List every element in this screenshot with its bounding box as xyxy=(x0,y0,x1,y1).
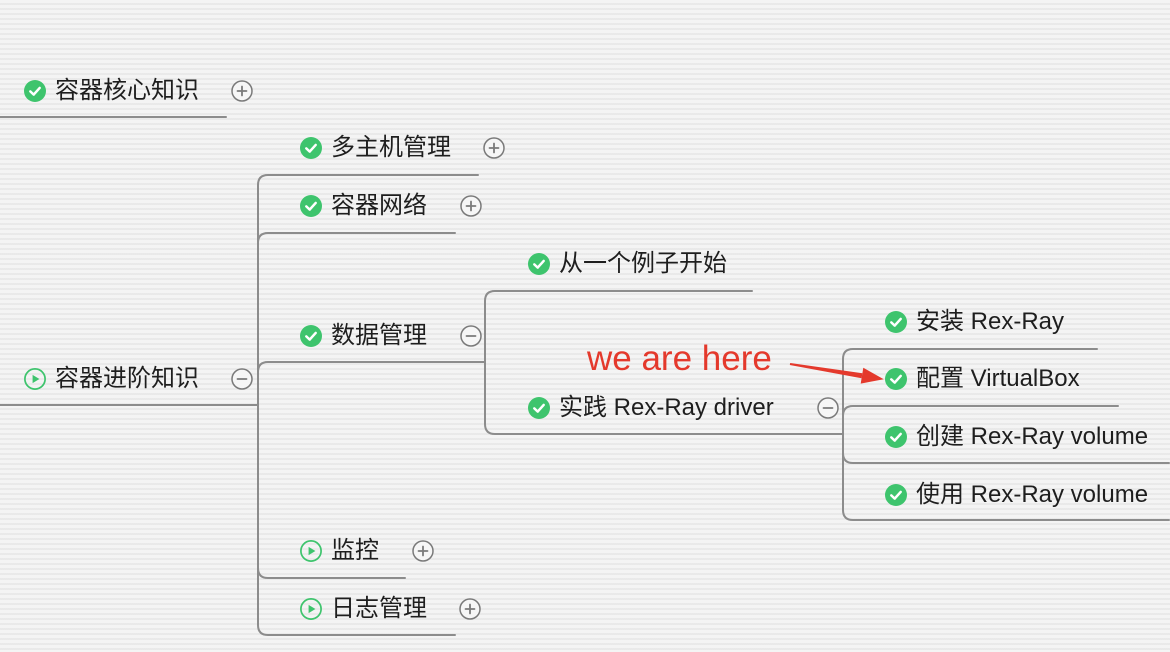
play-circle-icon[interactable] xyxy=(24,368,46,390)
mindmap-node-use-rex-ray-volume[interactable]: 使用 Rex-Ray volume xyxy=(885,480,1148,510)
mindmap-node-monitoring[interactable]: 监控 xyxy=(300,536,434,566)
expand-button[interactable] xyxy=(460,195,482,217)
mindmap-node-data-management[interactable]: 数据管理 xyxy=(300,321,482,351)
minus-circle-icon xyxy=(817,397,839,419)
annotation-text: we are here xyxy=(587,339,772,378)
collapse-button[interactable] xyxy=(460,325,482,347)
plus-circle-icon xyxy=(231,80,253,102)
node-label: 监控 xyxy=(331,537,379,564)
node-label: 安装 Rex-Ray xyxy=(916,308,1065,335)
plus-circle-icon xyxy=(483,137,505,159)
node-label: 多主机管理 xyxy=(331,134,451,161)
check-circle-icon[interactable] xyxy=(885,484,907,506)
expand-button[interactable] xyxy=(459,598,481,620)
plus-circle-icon xyxy=(459,598,481,620)
check-circle-icon[interactable] xyxy=(885,368,907,390)
node-label: 容器网络 xyxy=(331,192,427,219)
collapse-button[interactable] xyxy=(817,397,839,419)
expand-button[interactable] xyxy=(483,137,505,159)
node-label: 容器进阶知识 xyxy=(55,365,199,392)
check-circle-icon[interactable] xyxy=(885,311,907,333)
mindmap-node-multi-host-management[interactable]: 多主机管理 xyxy=(300,133,505,163)
check-circle-icon[interactable] xyxy=(528,397,550,419)
play-circle-icon[interactable] xyxy=(300,540,322,562)
expand-button[interactable] xyxy=(412,540,434,562)
mindmap-node-core-knowledge[interactable]: 容器核心知识 xyxy=(24,76,253,106)
node-label: 数据管理 xyxy=(331,322,427,349)
node-label: 创建 Rex-Ray volume xyxy=(916,423,1149,450)
node-label: 日志管理 xyxy=(331,595,427,622)
collapse-button[interactable] xyxy=(231,368,253,390)
check-circle-icon[interactable] xyxy=(528,253,550,275)
mindmap-node-container-network[interactable]: 容器网络 xyxy=(300,191,482,221)
mindmap-node-install-rex-ray[interactable]: 安装 Rex-Ray xyxy=(885,307,1064,337)
plus-circle-icon xyxy=(412,540,434,562)
minus-circle-icon xyxy=(460,325,482,347)
node-label: 配置 VirtualBox xyxy=(916,365,1080,392)
plus-circle-icon xyxy=(460,195,482,217)
mindmap-node-log-management[interactable]: 日志管理 xyxy=(300,594,481,624)
mindmap-node-rex-ray-driver-practice[interactable]: 实践 Rex-Ray driver xyxy=(528,393,839,423)
check-circle-icon[interactable] xyxy=(300,195,322,217)
check-circle-icon[interactable] xyxy=(300,137,322,159)
mindmap-node-create-rex-ray-volume[interactable]: 创建 Rex-Ray volume xyxy=(885,422,1148,452)
branch-line xyxy=(257,361,486,406)
node-label: 容器核心知识 xyxy=(55,77,199,104)
node-label: 使用 Rex-Ray volume xyxy=(916,481,1149,508)
play-circle-icon[interactable] xyxy=(300,598,322,620)
node-label: 从一个例子开始 xyxy=(559,250,727,277)
expand-button[interactable] xyxy=(231,80,253,102)
check-circle-icon[interactable] xyxy=(885,426,907,448)
check-circle-icon[interactable] xyxy=(24,80,46,102)
mindmap-node-start-with-example[interactable]: 从一个例子开始 xyxy=(528,249,727,279)
mindmap-node-advanced-knowledge[interactable]: 容器进阶知识 xyxy=(24,364,253,394)
branch-line xyxy=(257,232,456,406)
minus-circle-icon xyxy=(231,368,253,390)
node-label: 实践 Rex-Ray driver xyxy=(559,394,774,421)
check-circle-icon[interactable] xyxy=(300,325,322,347)
mindmap-node-configure-virtualbox[interactable]: 配置 VirtualBox xyxy=(885,364,1080,394)
